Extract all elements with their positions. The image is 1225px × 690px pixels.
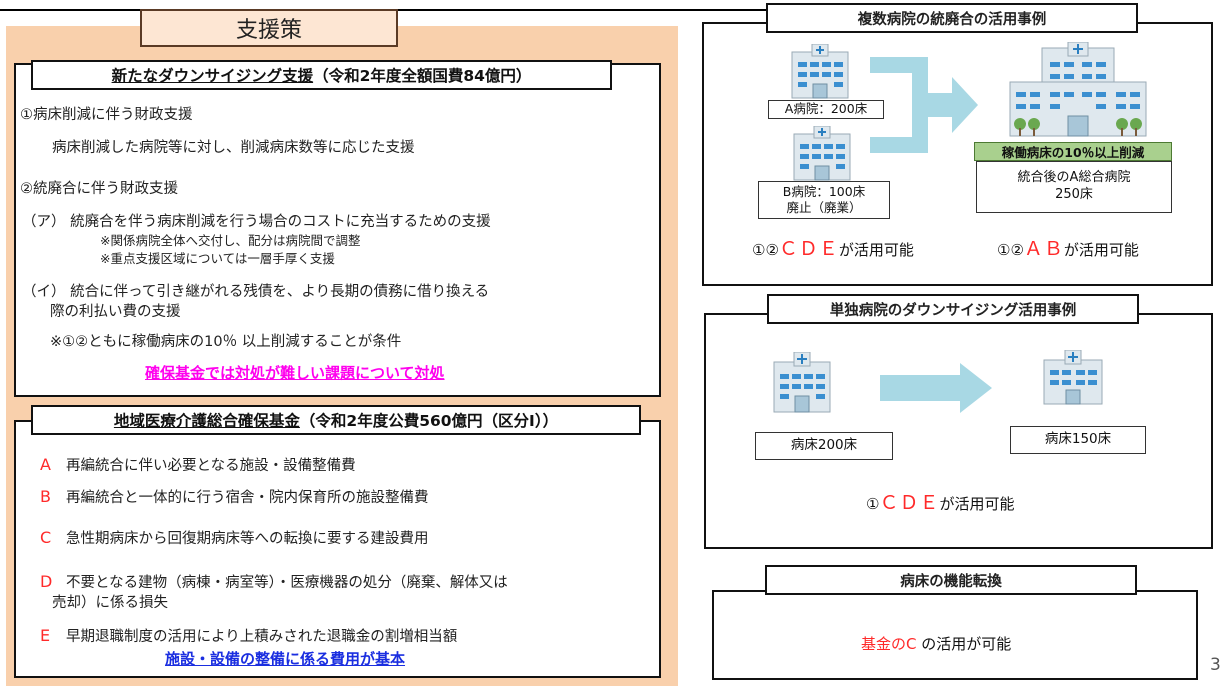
hospital-b-status: 廃止（廃業） — [786, 200, 862, 215]
merger-right-caption: ①②ＡＢが活用可能 — [997, 234, 1139, 261]
regional-fund-heading: 地域医療介護総合確保基金（令和2年度公費560億円（区分Ⅰ）） — [31, 405, 641, 435]
caption-prefix: ①② — [997, 241, 1024, 259]
caption-prefix: ①② — [752, 241, 779, 259]
fund-emphasis: 施設・設備の整備に係る費用が基本 — [165, 650, 406, 668]
fund-item-a: A 再編統合に伴い必要となる施設・設備整備費 — [40, 454, 356, 475]
fund-item-text: 再編統合に伴い必要となる施設・設備整備費 — [66, 458, 356, 474]
function-conversion-frame — [712, 590, 1198, 680]
hospital-before-label: 病床200床 — [755, 432, 893, 460]
downsize-arrow-icon — [880, 363, 992, 413]
single-case-title: 単独病院のダウンサイジング活用事例 — [767, 294, 1139, 324]
fund-item-d-continued: 売却）に係る損失 — [52, 595, 168, 611]
item2-a-text: （ア） 統廃合を伴う病床削減を行う場合のコストに充当するための支援 — [22, 214, 491, 230]
merged-hospital-name: 統合後のA総合病院 — [1017, 170, 1131, 186]
fund-item-text: 急性期病床から回復期病床等への転換に要する建設費用 — [66, 531, 429, 547]
merger-left-caption: ①②ＣＤＥが活用可能 — [752, 234, 914, 261]
hospital-b-icon — [793, 126, 851, 181]
downsizing-heading-suffix: （令和2年度全額国費84億円） — [313, 67, 532, 85]
item2-a-note2: ※重点支援区域については一層手厚く支援 — [100, 251, 335, 266]
item1-title: ①病床削減に伴う財政支援 — [20, 107, 193, 123]
item2-a-note1: ※関係病院全体へ交付し、配分は病院間で調整 — [100, 233, 361, 248]
merger-case-title: 複数病院の統廃合の活用事例 — [766, 3, 1138, 33]
fund-item-text: 不要となる建物（病棟・病室等）・医療機器の処分（廃棄、解体又は — [66, 575, 508, 591]
hospital-after-label: 病床150床 — [1010, 426, 1146, 454]
top-rule — [0, 9, 800, 11]
downsizing-support-heading: 新たなダウンサイジング支援（令和2年度全額国費84億円） — [31, 60, 612, 90]
fund-heading-main: 地域医療介護総合確保基金 — [113, 412, 300, 430]
item2-i-text-line2: 際の利払い費の支援 — [50, 304, 181, 320]
item1-description: 病床削減した病院等に対し、削減病床数等に応じた支援 — [52, 140, 415, 156]
downsizing-heading-main: 新たなダウンサイジング支援 — [111, 67, 314, 85]
item2-title: ②統廃合に伴う財政支援 — [20, 181, 178, 197]
fund-item-letter: D — [40, 572, 53, 591]
hospital-b-beds: B病院：100床 — [782, 183, 866, 199]
caption-prefix: ① — [866, 495, 880, 513]
hospital-after-icon — [1043, 350, 1103, 405]
panel-title: 支援策 — [140, 9, 398, 47]
caption-suffix: の活用が可能 — [916, 635, 1012, 653]
fund-item-e: E 早期退職制度の活用により上積みされた退職金の割増相当額 — [40, 625, 457, 646]
fund-item-letter: C — [40, 528, 52, 547]
caption-letters: ＣＤＥ — [879, 492, 940, 514]
merged-hospital-icon — [1009, 42, 1147, 137]
single-caption: ①ＣＤＥが活用可能 — [866, 488, 1014, 515]
fund-item-text: 再編統合と一体的に行う宿舎・院内保育所の施設整備費 — [66, 490, 429, 506]
reduction-condition: ※①②ともに稼働病床の10％ 以上削減することが条件 — [50, 334, 402, 350]
caption-suffix: が活用可能 — [939, 495, 1015, 513]
fund-item-letter: E — [40, 626, 51, 645]
caption-suffix: が活用可能 — [838, 241, 914, 259]
caption-letters: ＡＢ — [1023, 238, 1064, 260]
merge-arrow-icon — [870, 57, 978, 153]
fund-item-c: C 急性期病床から回復期病床等への転換に要する建設費用 — [40, 527, 429, 548]
reduction-badge: 稼働病床の10％以上削減 — [974, 142, 1172, 161]
hospital-before-icon — [773, 352, 831, 413]
page-number: 3 — [1210, 655, 1221, 675]
fund-heading-suffix: （令和2年度公費560億円（区分Ⅰ）） — [299, 412, 559, 430]
conversion-caption: 基金のC の活用が可能 — [861, 633, 1011, 654]
downsizing-emphasis: 確保基金では対処が難しい課題について対処 — [145, 364, 445, 382]
fund-item-b: B 再編統合と一体的に行う宿舎・院内保育所の施設整備費 — [40, 486, 429, 507]
hospital-b-label: B病院：100床廃止（廃業） — [758, 181, 890, 219]
merged-hospital-beds: 250床 — [1055, 187, 1093, 202]
function-conversion-title: 病床の機能転換 — [765, 565, 1137, 595]
hospital-a-label: A病院：200床 — [768, 100, 884, 119]
downsizing-support-frame — [14, 63, 661, 397]
fund-item-d: D 不要となる建物（病棟・病室等）・医療機器の処分（廃棄、解体又は — [40, 571, 508, 592]
item2-i-text-line1: （イ） 統合に伴って引き継がれる残債を、より長期の債務に借り換える — [22, 284, 490, 300]
caption-suffix: が活用可能 — [1063, 241, 1139, 259]
fund-item-letter: A — [40, 455, 51, 474]
fund-item-text: 早期退職制度の活用により上積みされた退職金の割増相当額 — [66, 629, 458, 645]
fund-item-letter: B — [40, 487, 51, 506]
hospital-a-icon — [791, 44, 849, 99]
caption-fund-c: 基金のC — [861, 635, 917, 653]
regional-fund-frame — [14, 420, 661, 678]
caption-letters: ＣＤＥ — [778, 238, 839, 260]
